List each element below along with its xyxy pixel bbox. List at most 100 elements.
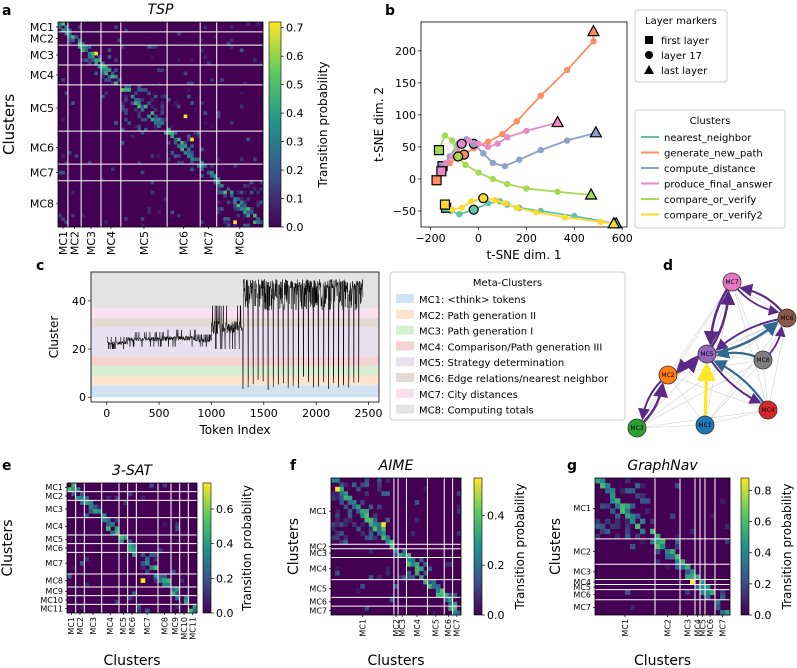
heatmap-cell: [104, 91, 108, 96]
heatmap-cell: [243, 200, 247, 205]
heatmap-cell: [220, 78, 224, 82]
heatmap-cell: [347, 500, 353, 505]
heatmap-cell: [106, 522, 111, 527]
heatmap-cell: [137, 127, 141, 132]
heatmap-cell: [153, 574, 159, 579]
heatmap-cell: [239, 207, 244, 211]
heatmap-cell: [140, 117, 145, 122]
heatmap-cell: [630, 604, 636, 611]
panel-letter-g: g: [567, 458, 577, 474]
heatmap-cell: [700, 584, 706, 590]
series-point: [448, 206, 456, 213]
heatmap-cell: [229, 200, 234, 205]
heatmap-cell: [94, 58, 98, 62]
graph-node-label: MC2: [661, 372, 674, 379]
heatmap-cell: [220, 184, 224, 188]
heatmap-cell: [690, 528, 696, 535]
colorbar-label: Transition probability: [316, 62, 330, 189]
heatmap-cell: [243, 184, 247, 188]
series-point: [465, 137, 473, 144]
heatmap-cell: [385, 517, 391, 523]
heatmap-cell: [97, 509, 102, 514]
x-axis-label: t-SNE dim. 1: [487, 248, 562, 262]
heatmap-cell: [175, 604, 180, 609]
heatmap-cell: [236, 207, 241, 211]
heatmap-cell: [84, 500, 89, 505]
heatmap-cell: [137, 114, 141, 119]
heatmap-cell: [410, 557, 416, 563]
heatmap-ylabel: Clusters: [548, 518, 564, 575]
heatmap-cell: [216, 114, 221, 119]
heatmap-cell: [180, 147, 184, 152]
heatmap-cell: [114, 530, 120, 536]
heatmap-cell: [140, 88, 145, 92]
heatmap-cell: [200, 220, 204, 224]
heatmap-cell: [91, 58, 95, 62]
heatmap-cell: [368, 548, 374, 554]
cluster-legend-label: compute_distance: [664, 164, 756, 175]
heatmap-cell: [145, 608, 150, 614]
heatmap-row-label: MC6: [30, 141, 54, 154]
heatmap-row-label: MC4: [45, 522, 63, 531]
heatmap-cell: [246, 22, 251, 26]
legend-triangle-marker: [644, 65, 654, 74]
heatmap-cell: [124, 84, 128, 89]
heatmap-cell-peak: [190, 137, 194, 142]
heatmap-cell: [64, 31, 69, 36]
heatmap-cell: [71, 491, 76, 497]
heatmap-cell: [625, 488, 631, 494]
graph-node: [722, 272, 742, 292]
heatmap-cell: [335, 495, 340, 501]
heatmap-cell: [243, 223, 247, 228]
heatmap-cell: [427, 579, 432, 585]
heatmap-cell: [147, 114, 151, 119]
heatmap-cell: [171, 569, 176, 575]
panel-e-3sat-heatmap: MC1MC1MC2MC2MC3MC3MC4MC4MC5MC5MC6MC6MC7M…: [0, 463, 254, 668]
heatmap-cell: [157, 114, 161, 119]
heatmap-cell: [143, 127, 148, 132]
x-tick-label: 400: [564, 232, 585, 245]
heatmap-cell: [414, 566, 420, 572]
heatmap-cell: [377, 482, 382, 488]
heatmap-cell: [253, 213, 257, 218]
heatmap-cell: [347, 513, 353, 519]
heatmap-cell: [88, 500, 94, 505]
cluster-legend-label: compare_or_verify2: [664, 211, 763, 222]
heatmap-cell: [61, 28, 65, 33]
heatmap-col-label: MC9: [171, 617, 180, 635]
colorbar-tick-label: 0.2: [286, 164, 304, 177]
heatmap-row-label: MC4: [309, 564, 327, 573]
heatmap-cell: [193, 107, 198, 112]
series-point: [456, 210, 463, 218]
heatmap-cell: [343, 504, 349, 510]
heatmap-cell: [223, 193, 227, 198]
graph-faint-edge: [636, 424, 706, 429]
heatmap-cell: [360, 584, 365, 589]
first-layer-marker: [431, 175, 442, 186]
heatmap-cell: [114, 81, 118, 86]
heatmap-cell: [123, 500, 128, 505]
heatmap-col-label: MC1: [67, 617, 76, 635]
heatmap-cell: [360, 500, 365, 505]
last-layer-marker: [607, 216, 621, 229]
heatmap-cell: [120, 45, 125, 49]
heatmap-cell: [725, 538, 731, 545]
heatmap-cell: [690, 574, 696, 580]
heatmap-cell: [256, 190, 260, 195]
heatmap-cell: [58, 213, 62, 218]
heatmap-cell: [157, 154, 161, 158]
heatmap-cell: [140, 98, 145, 102]
heatmap-cell: [700, 579, 706, 585]
heatmap-cell: [192, 604, 198, 609]
y-tick-label: 20: [72, 343, 86, 356]
heatmap-cell: [410, 531, 416, 536]
heatmap-cell: [196, 131, 201, 135]
heatmap-cell: [190, 150, 194, 155]
x-tick-label: 0: [475, 232, 482, 245]
heatmap-row-label: MC5: [309, 584, 327, 593]
heatmap-cell: [246, 184, 251, 188]
heatmap-cell: [190, 81, 194, 86]
heatmap-cell: [335, 570, 340, 576]
heatmap-row-label: MC6: [573, 591, 591, 600]
